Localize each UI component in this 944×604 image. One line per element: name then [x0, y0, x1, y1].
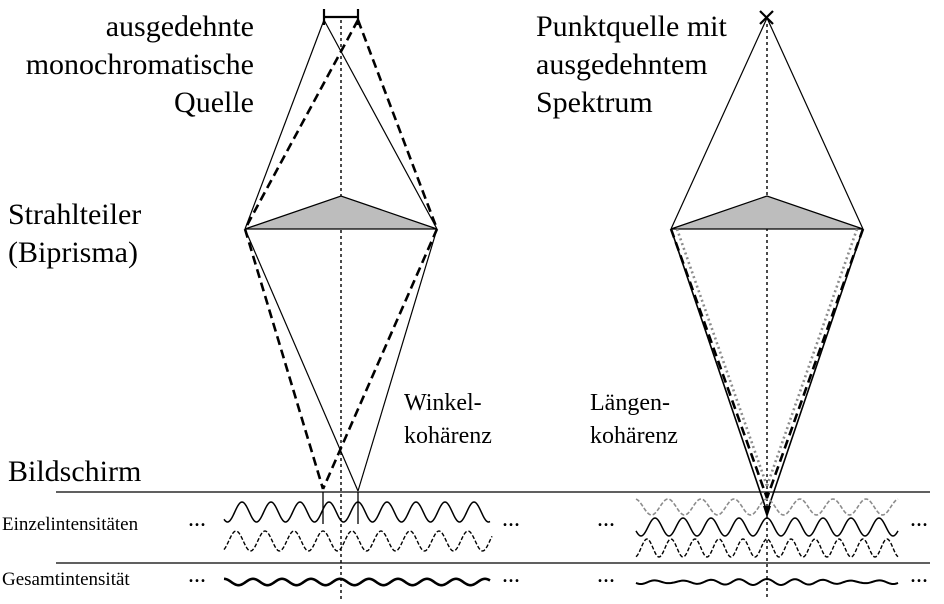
ellipsis-left-single-a: ...	[188, 506, 206, 532]
right-single-wave-solid	[635, 517, 899, 537]
point-source-cross-icon	[759, 10, 774, 25]
right-single-wave-gray	[635, 498, 899, 516]
right-title-line-3: Spektrum	[536, 86, 653, 119]
right-title-line-2: ausgedehntem	[536, 48, 708, 81]
row-label-single-intensities: Einzelintensitäten	[2, 514, 139, 535]
intensity-waves	[223, 498, 899, 587]
row-label-total-intensity: Gesamtintensität	[2, 569, 130, 590]
right-focus-arrowhead	[763, 506, 771, 518]
length-coherence-line-2: kohärenz	[590, 423, 678, 449]
splitter-label-line-1: Strahlteiler	[8, 198, 142, 231]
ellipsis-left-total-b: ...	[502, 562, 520, 588]
left-title-line-2: monochromatische	[25, 48, 254, 81]
left-solid-rays	[244, 19, 438, 492]
ellipsis-right-single-b: ...	[910, 506, 928, 532]
left-title-line-1: ausgedehnte	[105, 10, 254, 43]
length-coherence-line-1: Längen-	[590, 390, 670, 416]
right-solid-rays	[670, 228, 864, 513]
right-source-rays	[670, 17, 864, 230]
right-title-line-1: Punktquelle mit	[536, 10, 727, 43]
left-title-line-3: Quelle	[174, 86, 254, 119]
angle-coherence-line-1: Winkel-	[404, 390, 482, 416]
angle-coherence-line-2: kohärenz	[404, 423, 492, 449]
ellipsis-left-total-a: ...	[188, 562, 206, 588]
left-total-wave	[223, 577, 491, 587]
left-single-wave-solid	[223, 501, 491, 523]
ellipsis-right-total-b: ...	[910, 562, 928, 588]
right-gray-rays	[675, 228, 859, 487]
left-single-wave-dashed	[223, 530, 493, 552]
splitter-label-line-2: (Biprisma)	[8, 236, 138, 269]
left-biprism	[244, 195, 438, 230]
ellipsis-right-single-a: ...	[597, 506, 615, 532]
right-total-wave	[635, 577, 899, 586]
right-biprism	[670, 195, 864, 230]
left-dashed-rays	[243, 19, 439, 490]
screen-label: Bildschirm	[8, 455, 142, 488]
ellipsis-right-total-a: ...	[597, 562, 615, 588]
ellipsis-left-single-b: ...	[502, 506, 520, 532]
